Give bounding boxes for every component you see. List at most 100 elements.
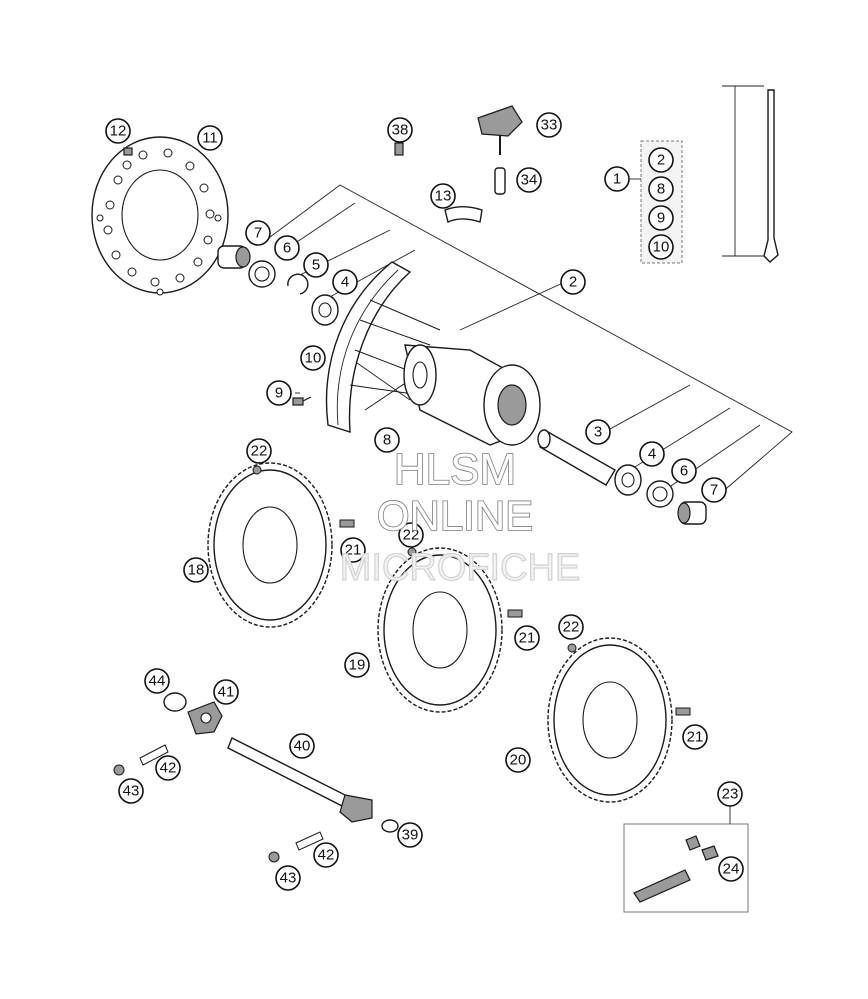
screw-38 xyxy=(394,142,404,156)
callout-33: 33 xyxy=(536,112,562,138)
svg-text:9: 9 xyxy=(275,385,283,402)
svg-text:34: 34 xyxy=(521,172,538,189)
svg-text:19: 19 xyxy=(349,657,366,674)
callout-40: 40 xyxy=(289,733,315,759)
svg-text:42: 42 xyxy=(318,847,335,864)
disc-screw xyxy=(123,147,133,156)
callout-1: 1 xyxy=(604,166,630,192)
callout-24: 24 xyxy=(718,856,744,882)
callout-5: 5 xyxy=(303,252,329,278)
sprocket-19 xyxy=(377,547,503,713)
callout-19: 19 xyxy=(344,652,370,678)
svg-text:22: 22 xyxy=(403,527,420,544)
svg-text:38: 38 xyxy=(392,122,409,139)
adjusting-screws xyxy=(113,744,324,863)
rim-tape xyxy=(444,205,483,223)
callout-43-a: 43 xyxy=(118,778,144,804)
callout-7-left: 7 xyxy=(245,220,271,246)
svg-text:4: 4 xyxy=(341,274,349,291)
rim xyxy=(325,261,412,433)
sprocket-fasteners xyxy=(252,465,691,716)
callout-41: 41 xyxy=(213,679,239,705)
svg-text:18: 18 xyxy=(188,562,205,579)
callout-6-right: 6 xyxy=(671,458,697,484)
callout-11: 11 xyxy=(197,125,223,151)
circlip xyxy=(287,273,309,295)
callout-3: 3 xyxy=(585,419,611,445)
rim-lock-nut xyxy=(494,167,506,195)
rim-lock xyxy=(477,105,523,155)
callout-8: 8 xyxy=(374,427,400,453)
svg-text:7: 7 xyxy=(254,225,262,242)
svg-text:20: 20 xyxy=(510,752,527,769)
watermark: HLSM ONLINE MICROFICHE xyxy=(339,444,581,589)
callout-44: 44 xyxy=(144,668,170,694)
wheel-axle xyxy=(227,737,373,823)
callout-43-b: 43 xyxy=(275,865,301,891)
svg-text:9: 9 xyxy=(657,210,665,227)
svg-text:3: 3 xyxy=(594,424,602,441)
svg-text:HLSM: HLSM xyxy=(394,445,516,494)
callout-22-b: 22 xyxy=(398,522,424,548)
callout-18: 18 xyxy=(183,557,209,583)
callout-8-kit: 8 xyxy=(648,176,674,202)
svg-text:11: 11 xyxy=(202,130,218,147)
sprocket-20 xyxy=(547,637,673,803)
callout-39: 39 xyxy=(397,822,423,848)
sprocket-18 xyxy=(207,462,333,628)
callout-7-right: 7 xyxy=(701,477,727,503)
callout-23: 23 xyxy=(717,781,743,807)
callout-13: 13 xyxy=(430,183,456,209)
svg-text:33: 33 xyxy=(541,117,558,134)
svg-text:42: 42 xyxy=(160,760,177,777)
callout-22-c: 22 xyxy=(558,614,584,640)
callout-2: 2 xyxy=(560,269,586,295)
svg-text:41: 41 xyxy=(218,684,235,701)
callout-34: 34 xyxy=(516,167,542,193)
svg-text:8: 8 xyxy=(383,432,391,449)
axle-nut xyxy=(163,692,187,712)
svg-text:39: 39 xyxy=(402,827,419,844)
svg-text:10: 10 xyxy=(653,239,670,256)
callout-10: 10 xyxy=(300,345,326,371)
svg-text:21: 21 xyxy=(687,729,704,746)
svg-text:21: 21 xyxy=(345,542,362,559)
spacer-right xyxy=(677,501,707,525)
svg-text:7: 7 xyxy=(710,482,718,499)
spacer-left xyxy=(217,245,251,269)
svg-text:8: 8 xyxy=(657,181,665,198)
brake-disc xyxy=(91,136,229,296)
distance-tube xyxy=(537,429,616,486)
svg-text:MICROFICHE: MICROFICHE xyxy=(340,547,581,589)
svg-text:44: 44 xyxy=(149,673,166,690)
svg-text:40: 40 xyxy=(294,738,311,755)
spoke-length-indicator xyxy=(722,85,779,263)
svg-text:10: 10 xyxy=(305,350,322,367)
svg-text:13: 13 xyxy=(435,188,452,205)
callout-9: 9 xyxy=(266,380,292,406)
svg-text:22: 22 xyxy=(251,443,268,460)
chain-adjuster xyxy=(187,701,223,735)
svg-text:43: 43 xyxy=(280,870,297,887)
callout-12: 12 xyxy=(105,118,131,144)
svg-text:21: 21 xyxy=(519,630,536,647)
callout-10-kit: 10 xyxy=(648,234,674,260)
callout-4-left: 4 xyxy=(332,269,358,295)
callout-9-kit: 9 xyxy=(648,205,674,231)
callout-2-kit: 2 xyxy=(648,147,674,173)
wheel-hub xyxy=(403,344,541,446)
callout-4-right: 4 xyxy=(639,441,665,467)
callout-38: 38 xyxy=(387,117,413,143)
callout-6-left: 6 xyxy=(274,235,300,261)
svg-text:2: 2 xyxy=(569,274,577,291)
svg-text:22: 22 xyxy=(563,619,580,636)
svg-text:43: 43 xyxy=(123,783,140,800)
svg-text:1: 1 xyxy=(613,171,621,188)
svg-text:12: 12 xyxy=(110,123,127,140)
svg-text:23: 23 xyxy=(722,786,739,803)
callout-42-a: 42 xyxy=(155,755,181,781)
svg-text:5: 5 xyxy=(312,257,320,274)
callout-42-b: 42 xyxy=(313,842,339,868)
spoke-nipple xyxy=(292,396,312,406)
